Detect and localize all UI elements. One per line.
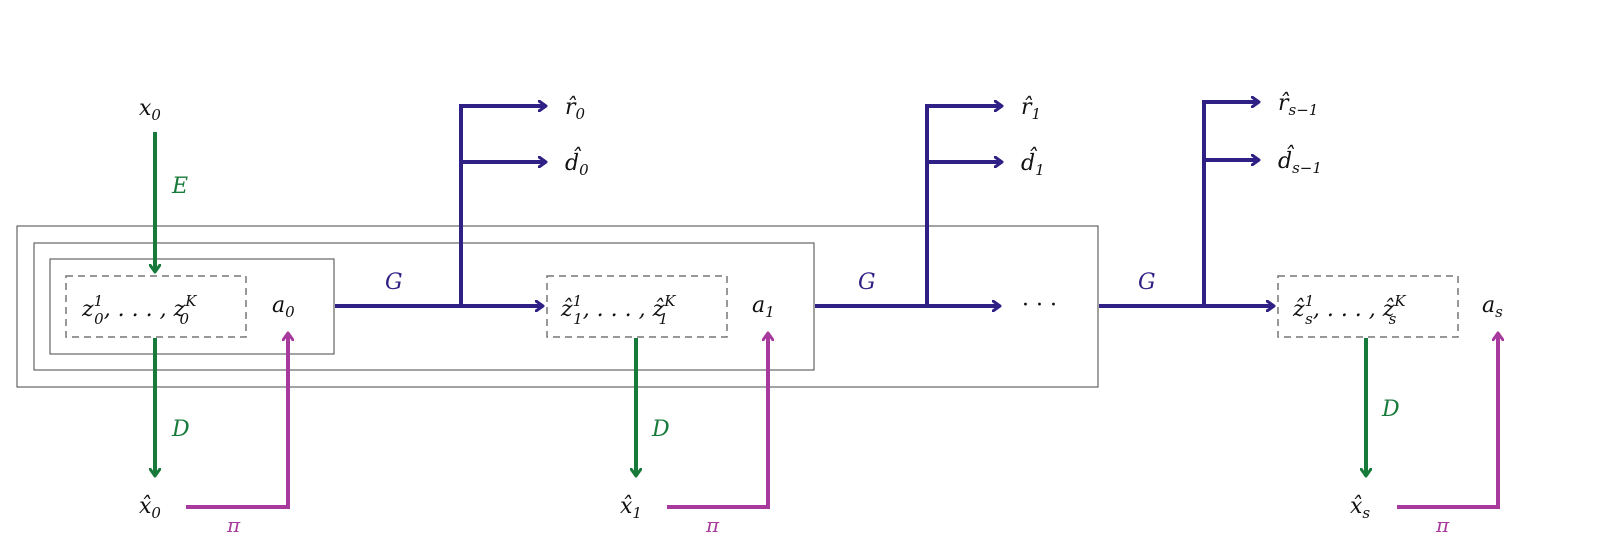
action-a1: a1 (752, 293, 775, 321)
policy-arrow-0 (186, 333, 288, 509)
action-as: as (1482, 293, 1503, 321)
reconstruction-x0: x̂0 (139, 494, 161, 522)
policy-label-0: π (226, 513, 241, 537)
rollout-ellipsis: · · · (1022, 293, 1057, 318)
reconstruction-xs: x̂s (1350, 494, 1370, 522)
latent-box-s (1277, 275, 1459, 338)
decoder-label-s: D (1381, 397, 1400, 422)
reconstruction-x1: x̂1 (620, 494, 642, 522)
dynamics-label-0: G (385, 270, 403, 295)
done-d0: d̂0 (565, 147, 589, 179)
policy-label-s: π (1435, 513, 1450, 537)
reward-rs: r̂s−1 (1278, 91, 1318, 119)
reward-branch-0 (459, 106, 546, 306)
policy-label-1: π (705, 513, 720, 537)
policy-arrow-s (1397, 333, 1498, 509)
context-frame-inner (49, 258, 335, 355)
decoder-label-0: D (171, 417, 190, 442)
policy-arrow-1 (667, 333, 768, 509)
latent-box-1 (546, 275, 728, 338)
dynamics-label-1: G (858, 270, 876, 295)
reward-r0: r̂0 (565, 95, 586, 123)
done-ds: d̂s−1 (1278, 145, 1322, 177)
decoder-label-1: D (651, 417, 670, 442)
encoder-label: E (171, 174, 188, 199)
context-frame-outer (16, 225, 1099, 388)
reward-r1: r̂1 (1021, 95, 1041, 123)
dynamics-label-s: G (1138, 270, 1156, 295)
reward-branch-1 (925, 106, 1002, 306)
latent-box-0 (65, 275, 247, 338)
observation-x0: x0 (139, 96, 161, 124)
action-a0: a0 (272, 293, 295, 321)
reward-branch-s (1202, 102, 1259, 306)
done-d1: d̂1 (1021, 147, 1045, 179)
context-frame-middle (33, 242, 815, 371)
